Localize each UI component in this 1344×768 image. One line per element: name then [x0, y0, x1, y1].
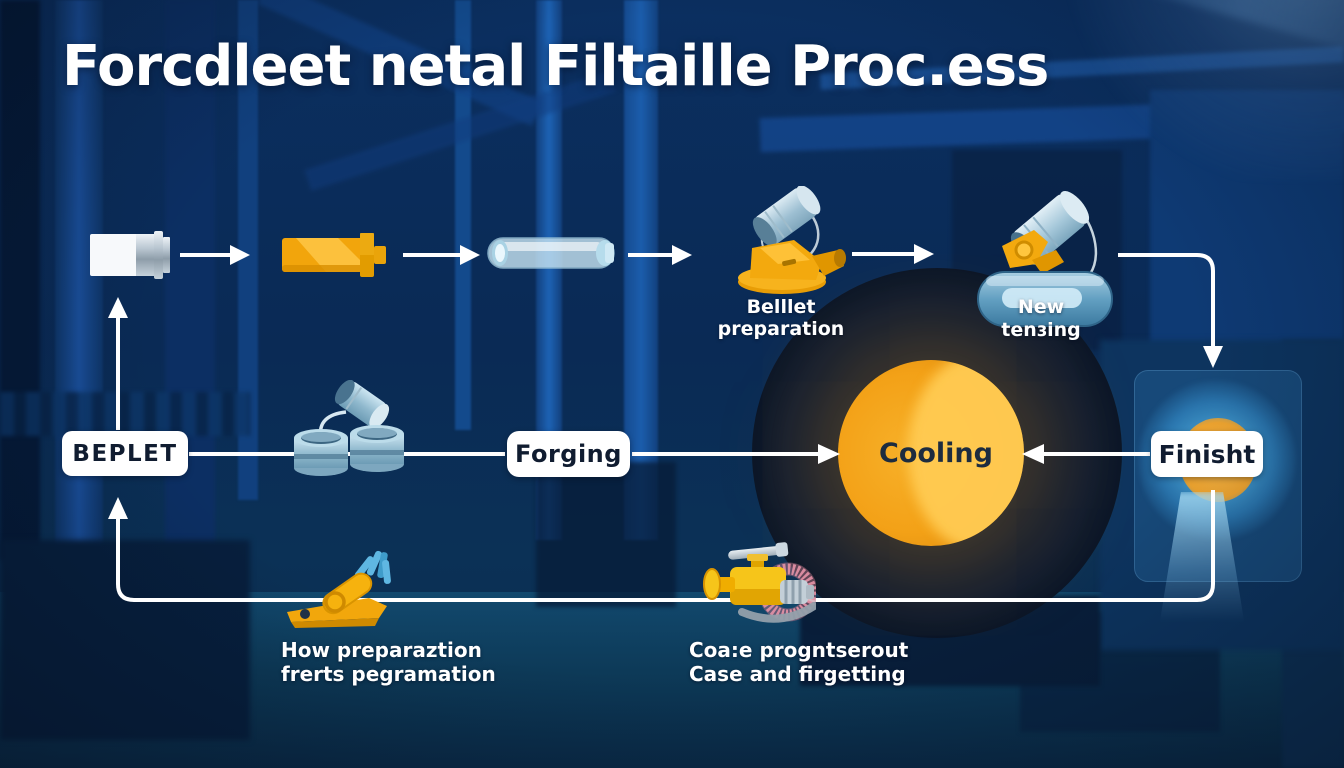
caption-new-tening: New tenɜing: [975, 296, 1107, 342]
arrowhead-right: [460, 245, 480, 265]
background-column: [0, 0, 40, 560]
background-machinery: [0, 540, 250, 740]
caption-coae-line1: Coa:e progntserout: [689, 638, 909, 662]
caption-billet-preparation: Belllet preparation: [717, 296, 845, 340]
arrowhead-left: [1022, 444, 1044, 464]
caption-how-preparation-line2: frerts pegramation: [281, 662, 496, 686]
node-forging-label: Forging: [515, 440, 622, 468]
arrowhead-down: [1203, 346, 1223, 368]
node-beplet-label: BEPLET: [72, 440, 178, 467]
node-finisht-label: Finisht: [1158, 439, 1256, 469]
background-machinery: [1150, 90, 1344, 380]
node-cooling-label: Cooling: [879, 438, 993, 469]
caption-how-preparation: How preparaztion frerts pegramation: [281, 638, 541, 686]
furnace-glow: [838, 360, 1024, 546]
pouring-crucibles-icon: [294, 380, 404, 476]
node-beplet: BEPLET: [62, 431, 188, 476]
background-machinery: [536, 462, 676, 607]
background-column: [165, 0, 215, 620]
node-finisht: Finisht: [1151, 431, 1263, 477]
background-column: [55, 0, 103, 610]
arrowhead-right: [672, 245, 692, 265]
background-column: [238, 0, 258, 500]
arrowhead-right: [914, 244, 934, 264]
furnace-glow-highlight: [908, 360, 1024, 546]
top-right-connector: [1118, 253, 1215, 346]
arrowhead-right: [230, 245, 250, 265]
arrowhead-up: [108, 497, 128, 519]
arrowhead-right: [818, 444, 840, 464]
background-light-rays: [1040, 0, 1344, 180]
track-machine-icon: [977, 191, 1113, 327]
background-column: [455, 0, 471, 430]
caption-new-tening-line2: tenɜing: [1001, 319, 1081, 341]
background-pipes: [0, 392, 250, 436]
caption-new-tening-line1: New: [1017, 296, 1065, 318]
caption-coae-line2: Case and firgetting: [689, 662, 906, 686]
bottom-return-connector: [116, 490, 1215, 602]
gold-billet-icon: [282, 233, 386, 277]
pouring-ladle-machine-icon: [738, 186, 846, 294]
caption-coae: Coa:e progntserout Case and firgetting: [689, 638, 969, 686]
caption-how-preparation-line1: How preparaztion: [281, 638, 482, 662]
white-billet-icon: [90, 231, 170, 279]
arrowhead-up: [108, 297, 128, 318]
node-forging: Forging: [507, 431, 630, 477]
hinged-arm-brush-icon: [287, 550, 391, 628]
page-title: Forcdleet netal Filtaille Proc.ess: [62, 34, 1049, 99]
glass-tube-icon: [487, 237, 615, 269]
valve-icon: [703, 542, 816, 623]
